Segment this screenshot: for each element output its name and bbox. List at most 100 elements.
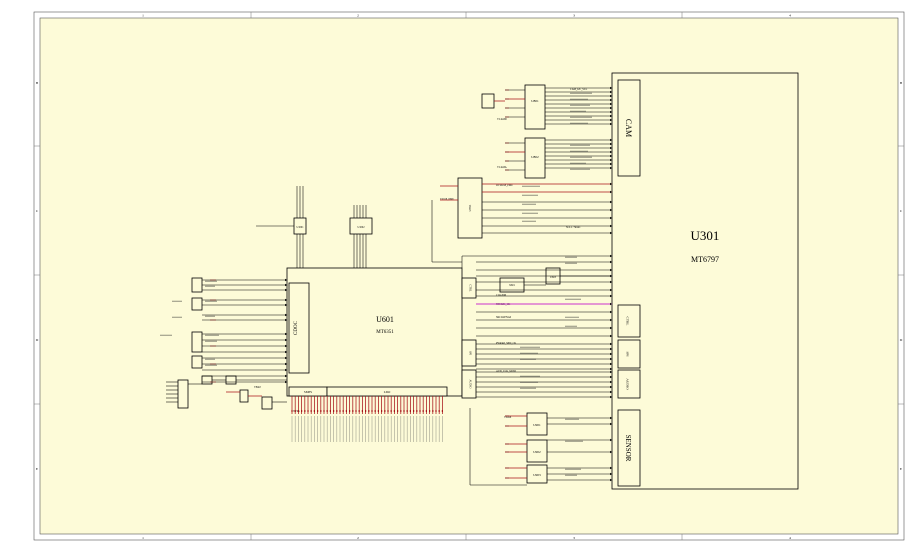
net-tag-204 (210, 381, 216, 383)
ldo-pin-label-37 (410, 416, 411, 442)
net-tag-190 (210, 345, 216, 347)
ldo-pin-label-3 (301, 416, 302, 442)
ldo-pin-label-27 (378, 416, 379, 442)
net-tag-49 (505, 160, 509, 162)
conn-c (191, 331, 203, 353)
ldo-pin-label-44 (432, 416, 434, 442)
u601-audio-block (461, 369, 477, 399)
u902-chip (526, 439, 548, 463)
ldo-pin-label-19 (352, 416, 354, 442)
u301-cam-label: CAM (624, 119, 633, 137)
wire-arrow-90 (610, 254, 612, 258)
ldo-pin-label-1 (294, 416, 296, 442)
net-label-stroke-14 (522, 212, 538, 214)
ldo-pin-label-30 (387, 416, 389, 442)
row-label-c-right: C (900, 209, 903, 213)
net-tag-154 (505, 415, 509, 417)
col-label-1-bottom: 1 (142, 536, 144, 540)
ldo-pin-39 (416, 410, 418, 412)
ldo-pin-label-38 (413, 416, 414, 442)
ldo-pin-40 (419, 410, 421, 412)
wire-arrow-134 (610, 385, 612, 389)
u803-chip (481, 93, 495, 109)
u301-ref: U301 (691, 228, 720, 243)
net-label-stroke-35 (205, 334, 219, 336)
ldo-pin-14 (336, 410, 338, 412)
net-label-stroke-22 (520, 352, 538, 354)
u301-chip (611, 72, 799, 490)
net-tag-39 (505, 98, 509, 100)
ldo-pin-9 (320, 410, 322, 412)
col-label-1: 1 (142, 14, 144, 18)
wire-arrow-126 (610, 367, 612, 371)
net-tag-160 (505, 451, 509, 453)
ldo-pin-23 (365, 410, 367, 412)
ldo-pin-12 (329, 410, 331, 412)
ldo-pin-24 (368, 410, 370, 412)
wire-arrow-60 (610, 208, 612, 212)
u601-spi-block (461, 339, 477, 367)
u601-spi-label: SPI (469, 351, 472, 355)
ldo-pin-7 (313, 410, 315, 412)
u802-ref: U802 (531, 155, 539, 159)
net-label-stroke-15 (522, 220, 536, 222)
conn-d (191, 355, 203, 369)
net-tag-183 (210, 319, 216, 321)
ldo-pin-13 (333, 410, 335, 412)
wire-arrow-5 (610, 94, 612, 98)
ldo-pin-label-32 (394, 416, 395, 442)
net-label-stroke-24 (520, 375, 540, 377)
u601-cdoc-block (288, 282, 310, 374)
wire-arrow-124 (610, 362, 612, 366)
label-dvdd18: DVDD18_PMU (496, 184, 513, 187)
u301-ctrl-label: CTRL (626, 317, 630, 326)
label-vio18: VIO18_PMU (440, 198, 454, 201)
ldo-pin-28 (381, 410, 383, 412)
net-label-stroke-25 (520, 381, 538, 383)
net-tag-156 (505, 425, 509, 427)
u701-ref: U701 (468, 204, 472, 211)
label-cam-i2c: CAM_I2C_SCL (570, 88, 588, 91)
u601-cdoc-label: CDOC (294, 320, 299, 335)
net-tag-47 (505, 151, 509, 153)
u1002-chip (349, 217, 373, 235)
wire-arrow-98 (610, 280, 612, 284)
wire-arrow-29 (610, 154, 612, 158)
u301-sensor-block (617, 409, 641, 487)
net-label-stroke-17 (565, 262, 577, 264)
ldo-pin-22 (361, 410, 363, 412)
ldo-pin-label-28 (381, 416, 382, 442)
wire-arrow-27 (610, 150, 612, 154)
col-label-3: 3 (573, 14, 575, 18)
col-label-2-bottom: 2 (357, 536, 359, 540)
ldo-pin-25 (371, 410, 373, 412)
ldo-pin-label-15 (339, 416, 341, 442)
ldo-pin-31 (390, 410, 392, 412)
u801-ref: U801 (531, 99, 539, 103)
net-label-stroke-29 (565, 468, 581, 470)
net-label-stroke-37 (205, 358, 215, 360)
part-f (201, 375, 213, 385)
ldo-pin-label-24 (368, 416, 370, 442)
u301-audio-block (617, 369, 641, 399)
label-clk26m: CLK26M (496, 294, 507, 297)
u301-ctrl-block (617, 304, 641, 338)
net-label-stroke-39 (172, 300, 182, 302)
ldo-pin-label-39 (416, 416, 418, 442)
wire-arrow-19 (610, 122, 612, 126)
wire-arrow-108 (610, 318, 612, 322)
label-pwrap: PWRAP_SPI0_CK (496, 342, 516, 345)
wire-arrow-173 (285, 288, 287, 292)
ldo-pin-3 (301, 410, 303, 412)
u603-ref: U603 (550, 276, 556, 279)
ldo-pin-label-8 (317, 416, 318, 442)
col-label-4: 4 (789, 14, 791, 18)
u601-smps-label: SMPS (304, 390, 312, 394)
row-label-c: C (36, 209, 39, 213)
ldo-pin-label-13 (333, 416, 334, 442)
row-label-e-right: E (900, 467, 902, 471)
label-vcama: VCAMA (497, 166, 507, 169)
u301-sensor-label: SENSOR (624, 435, 632, 462)
net-label-stroke-19 (565, 316, 579, 318)
wire-arrow-148 (610, 466, 612, 470)
